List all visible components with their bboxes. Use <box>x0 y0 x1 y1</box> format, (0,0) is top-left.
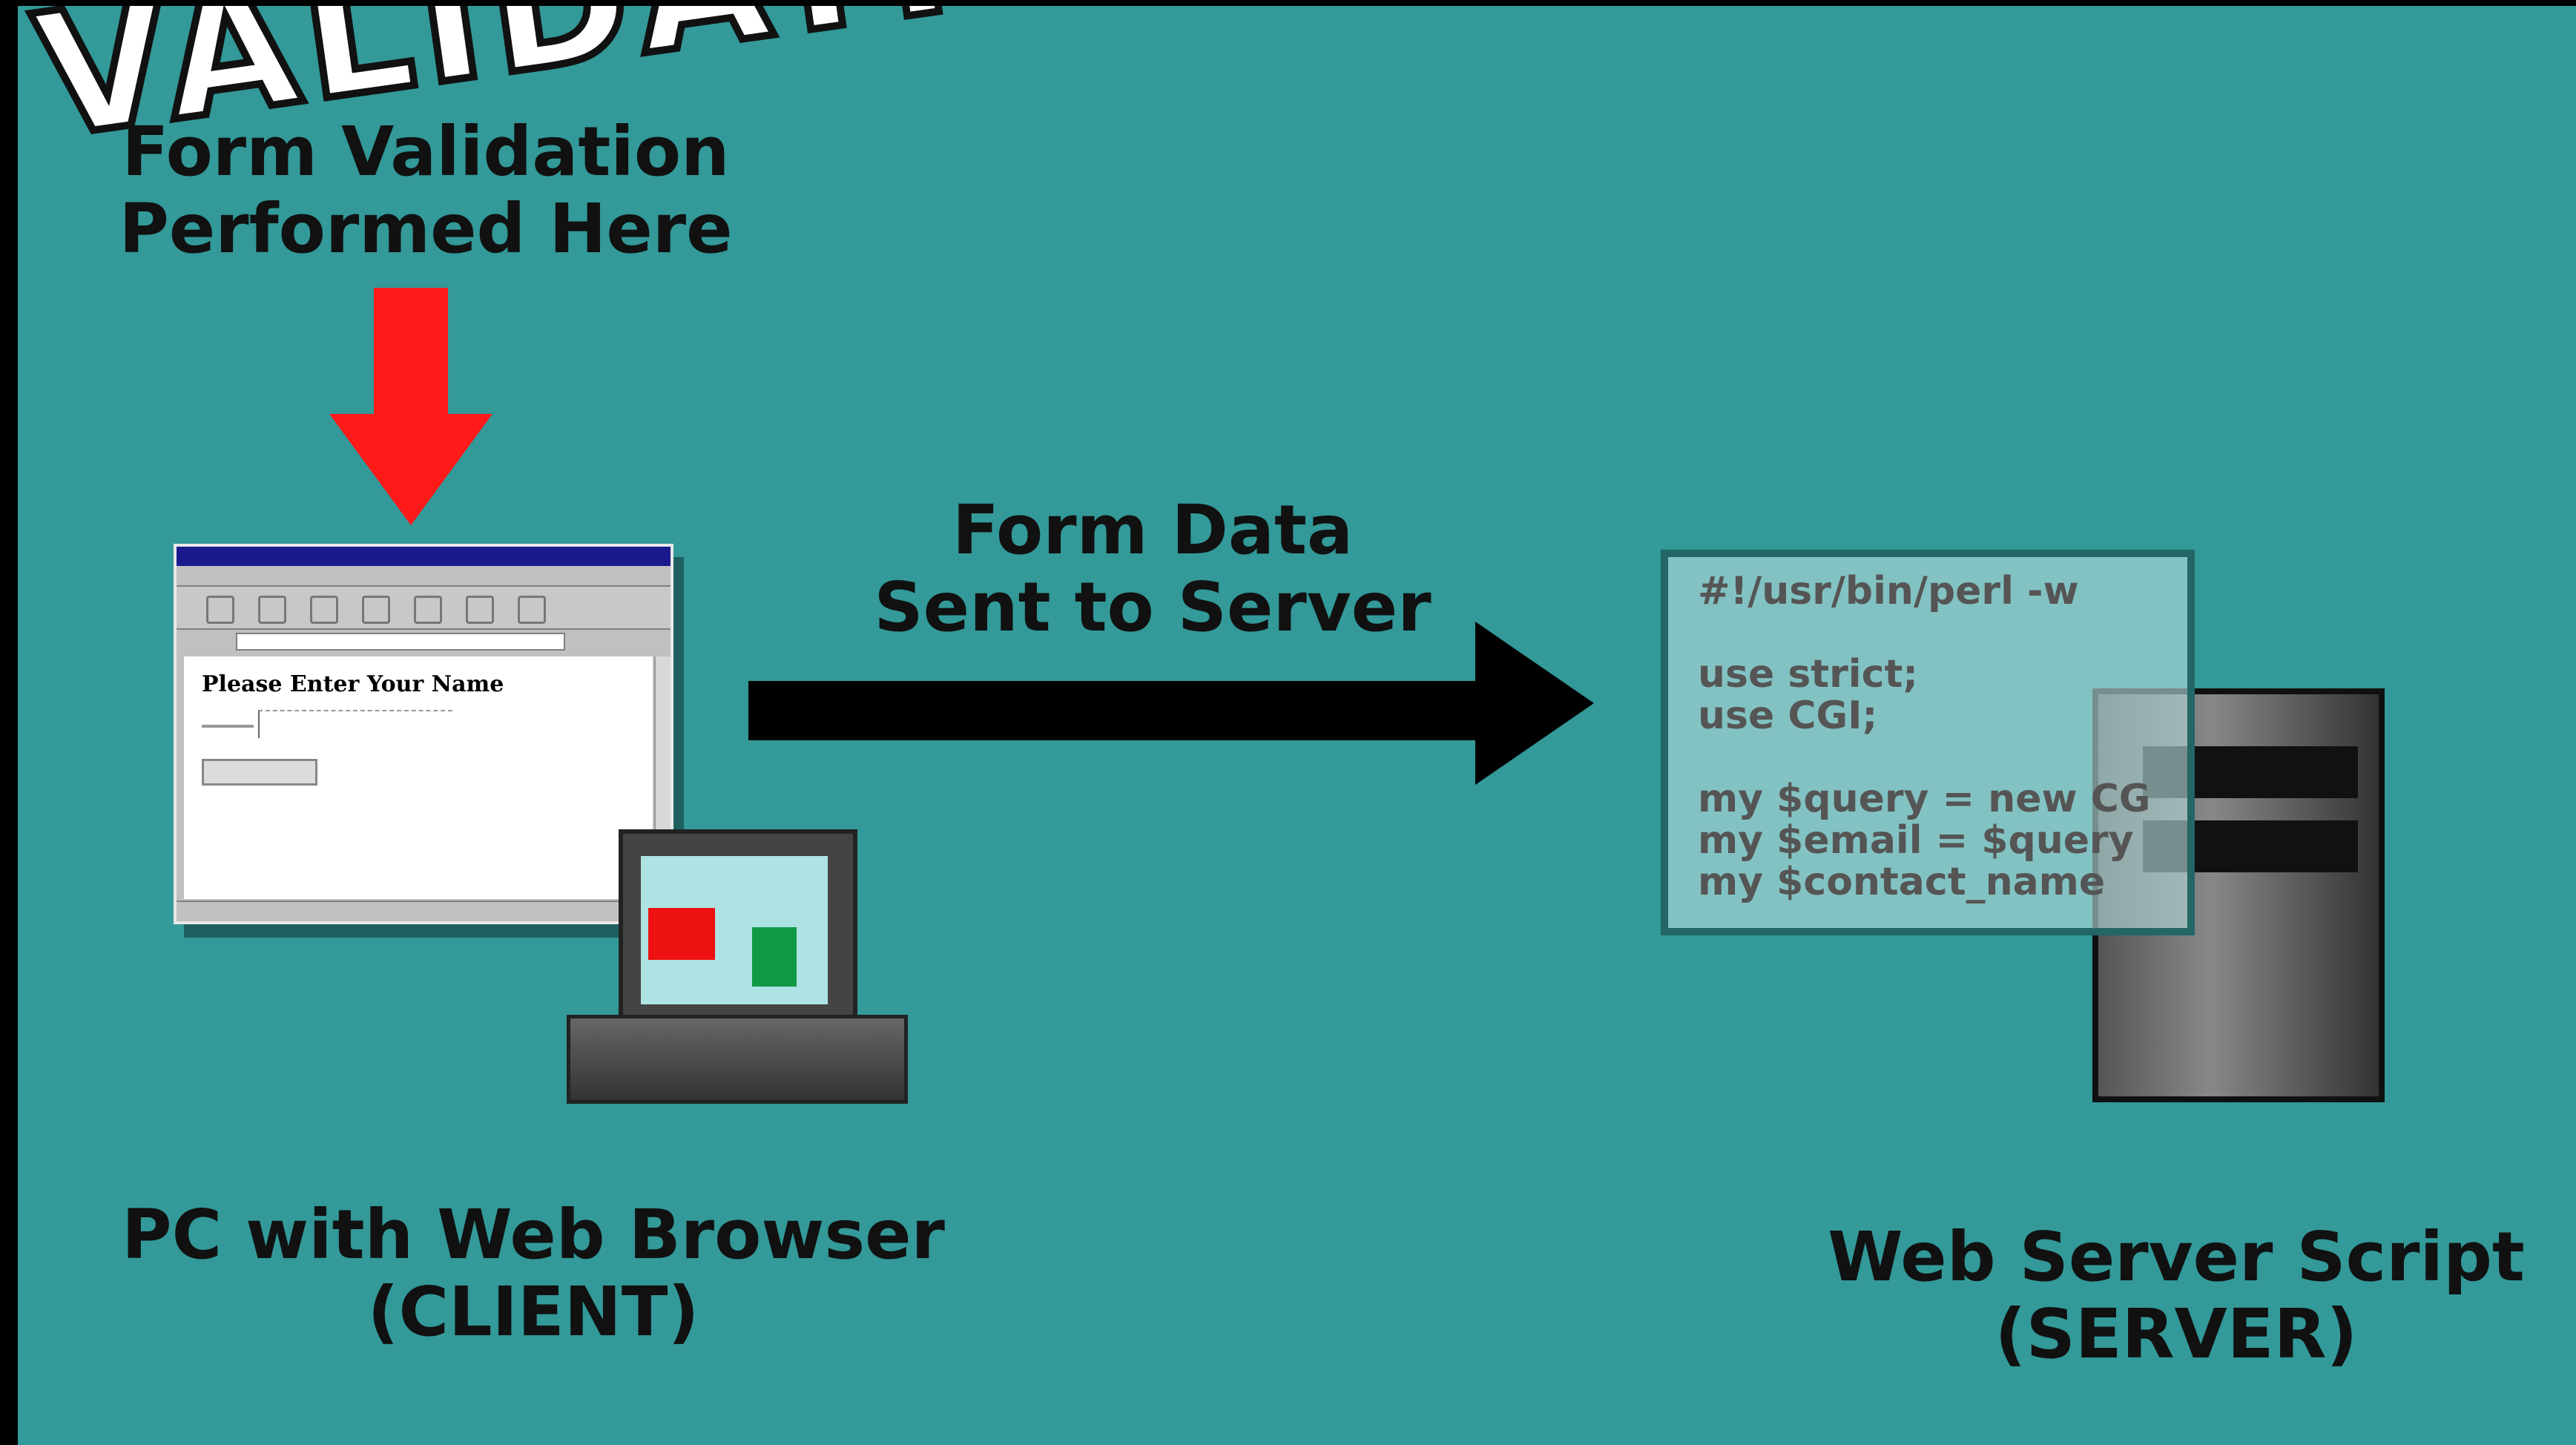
code-line: my $email = $query <box>1698 818 2134 863</box>
laptop-screen-icon <box>619 829 857 1031</box>
browser-form-heading: Please Enter Your Name <box>202 671 504 697</box>
server-script-box: #!/usr/bin/perl -w use strict; use CGI; … <box>1661 550 2195 935</box>
browser-title-bar <box>177 547 671 566</box>
client-label: PC with Web Browser (CLIENT) <box>70 1197 997 1351</box>
black-right-arrow-icon <box>748 622 1594 785</box>
code-line: use strict; <box>1698 652 1919 697</box>
code-line: my $contact_name <box>1698 860 2106 904</box>
print-icon <box>518 596 546 624</box>
server-label-line2: (SERVER) <box>1994 1294 2358 1374</box>
code-line: my $query = new CG <box>1698 777 2151 821</box>
stop-icon <box>310 596 338 624</box>
browser-window-icon: Please Enter Your Name <box>174 544 673 924</box>
validation-callout-label: Form Validation Performed Here <box>107 113 745 268</box>
validation-callout-line1: Form Validation <box>122 112 730 191</box>
client-label-line2: (CLIENT) <box>367 1271 699 1352</box>
laptop-display <box>641 856 828 1004</box>
server-label-line1: Web Server Script <box>1828 1217 2525 1297</box>
back-icon <box>206 596 234 624</box>
code-line: use CGI; <box>1698 694 1878 738</box>
green-window-icon <box>752 927 797 987</box>
transfer-label-line1: Form Data <box>952 490 1354 570</box>
name-field-label <box>202 725 254 728</box>
forward-icon <box>258 596 286 624</box>
red-window-icon <box>648 908 715 960</box>
browser-menu-bar <box>177 566 671 587</box>
submit-button <box>202 759 317 786</box>
laptop-keyboard-icon <box>567 1015 908 1104</box>
server-label: Web Server Script (SERVER) <box>1805 1219 2547 1373</box>
red-down-arrow-icon <box>329 288 493 525</box>
name-input-field <box>258 710 452 738</box>
home-icon <box>414 596 442 624</box>
browser-address-bar <box>236 633 565 651</box>
search-icon <box>466 596 494 624</box>
browser-status-bar <box>177 901 671 921</box>
transfer-label: Form Data Sent to Server <box>834 492 1472 646</box>
code-line: #!/usr/bin/perl -w <box>1698 569 2079 613</box>
transfer-label-line2: Sent to Server <box>874 567 1432 647</box>
diagram-panel: VALIDATION Form Validation Performed Her… <box>18 6 2576 1445</box>
browser-content-area: Please Enter Your Name <box>184 656 653 899</box>
refresh-icon <box>362 596 390 624</box>
client-label-line1: PC with Web Browser <box>122 1195 945 1274</box>
validation-callout-line2: Performed Here <box>119 188 733 269</box>
